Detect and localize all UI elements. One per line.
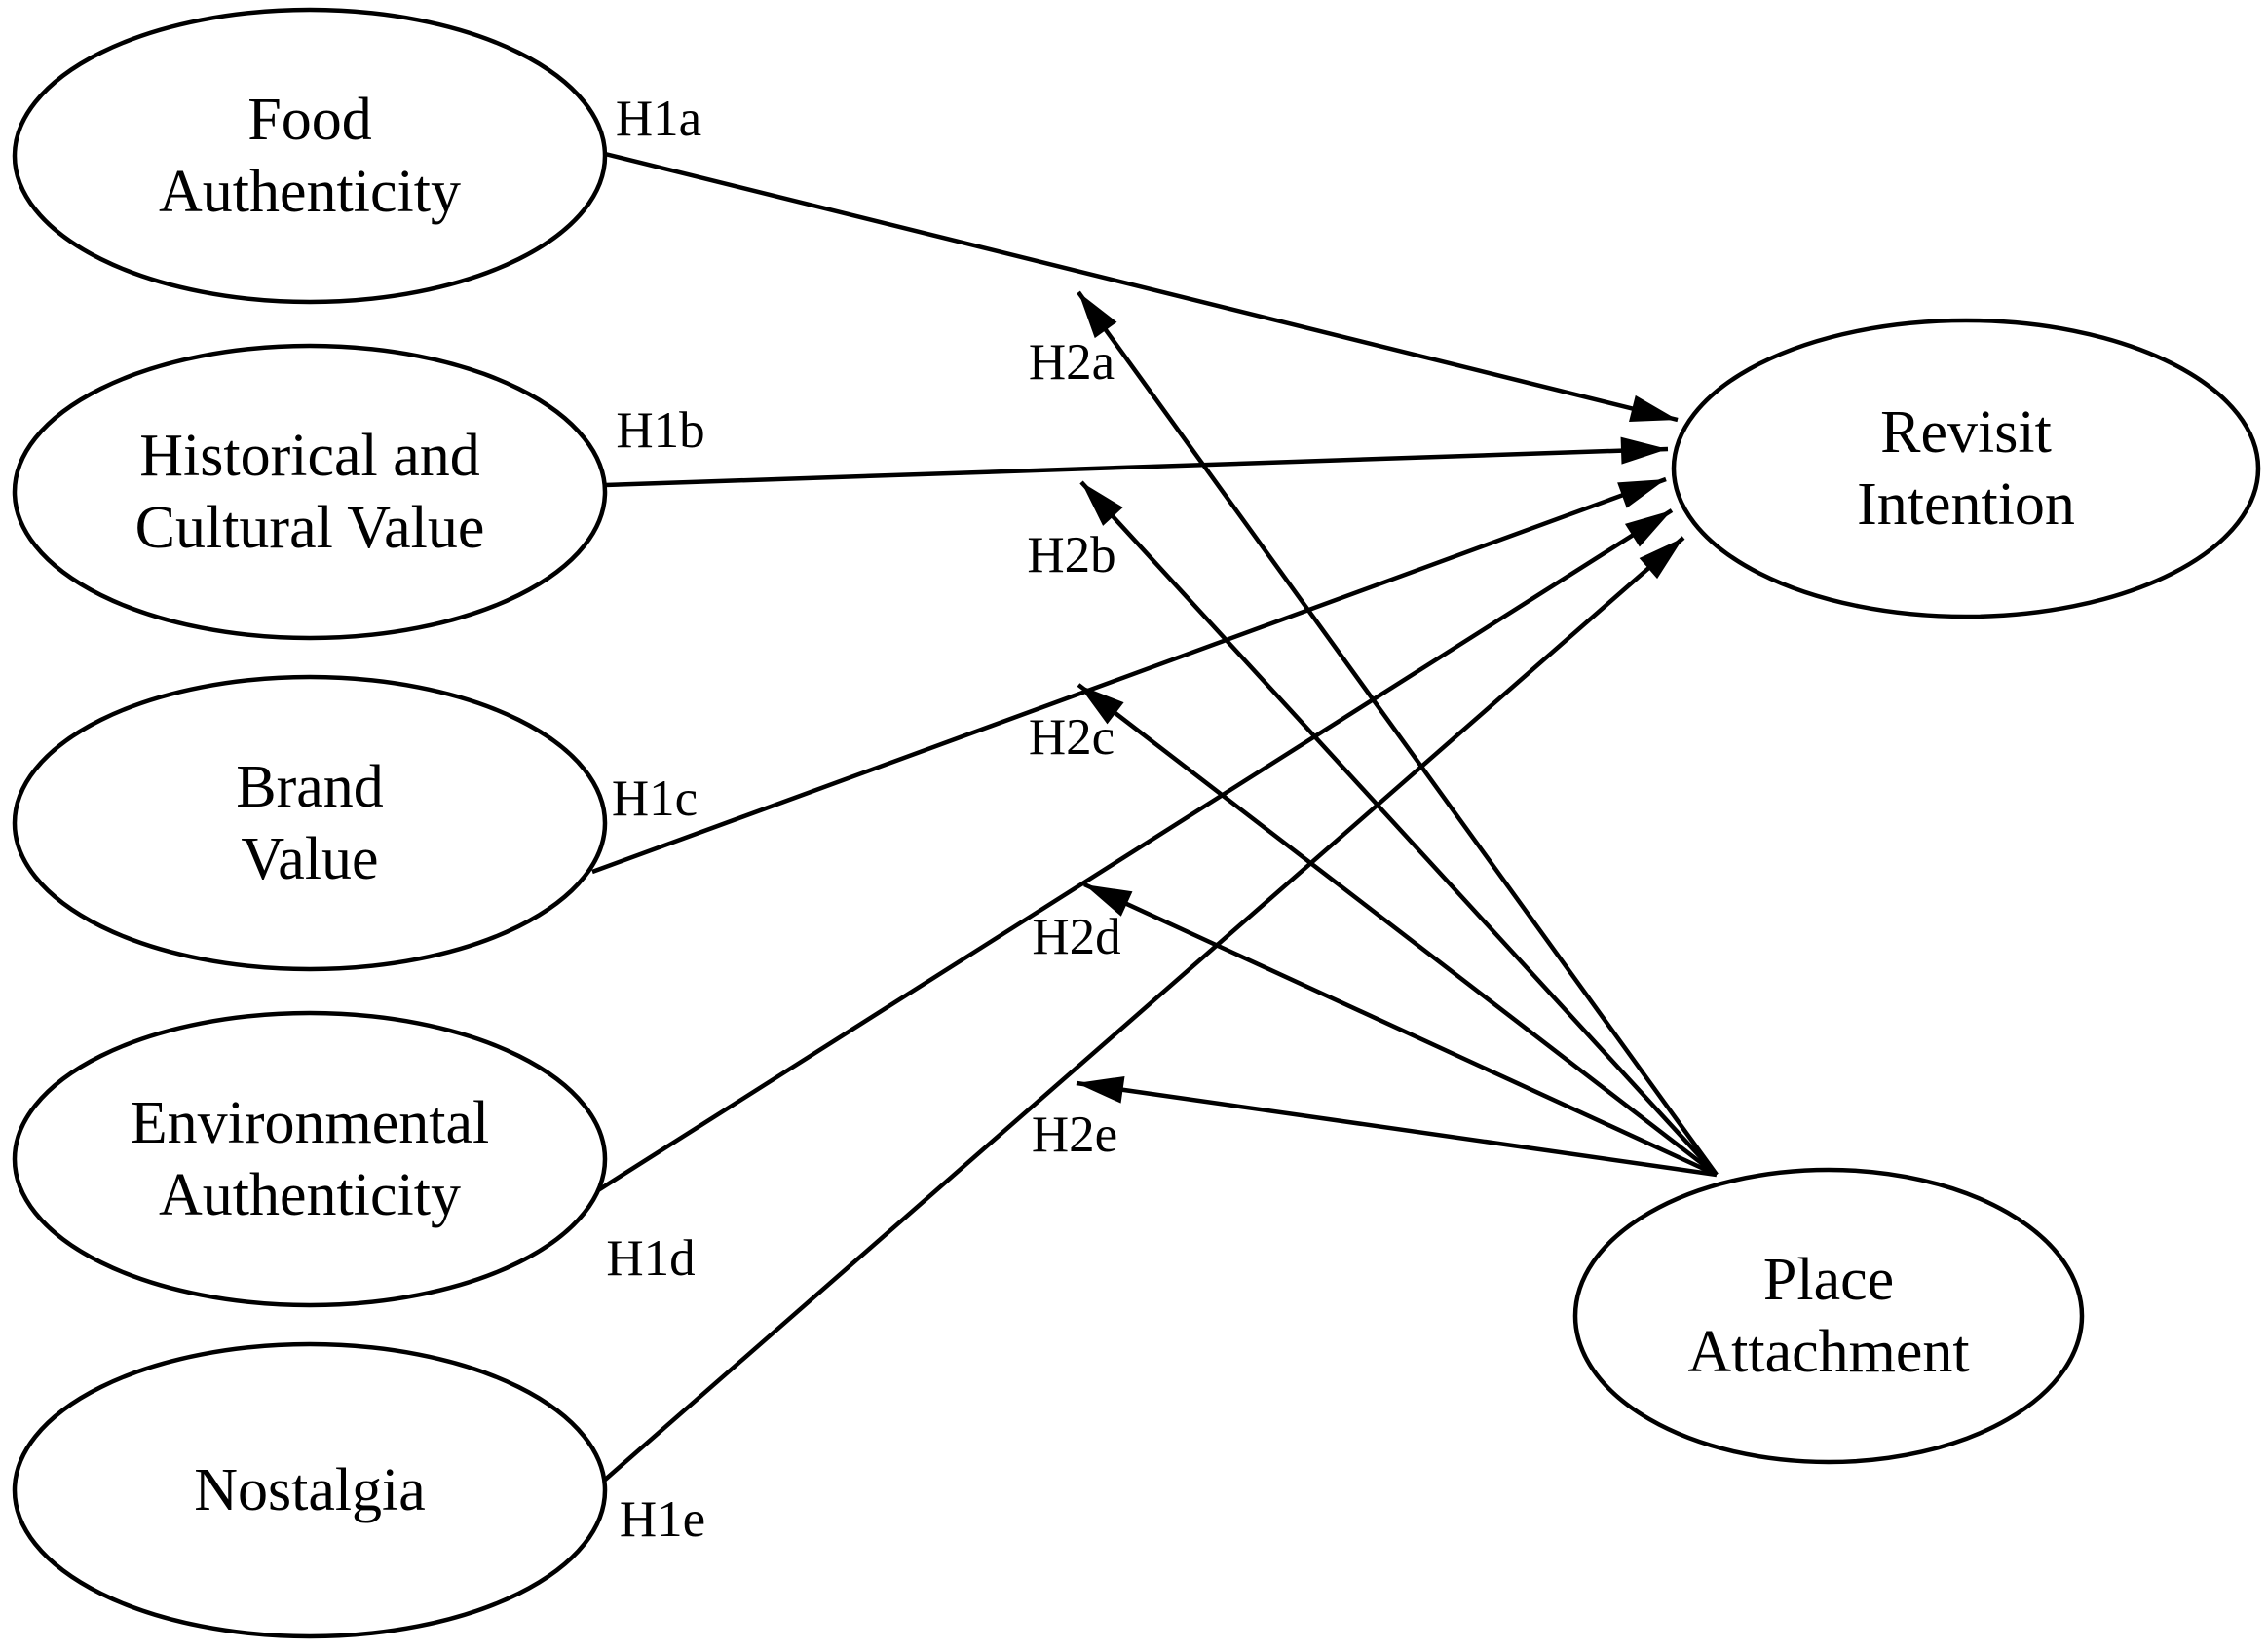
edge-h1d-label: H1d [606,1230,695,1287]
node-historical-cultural-value-ellipse [12,343,608,641]
node-brand-value-ellipse [12,674,608,972]
edge-h2e-label: H2e [1032,1107,1117,1163]
edge-h1c-label: H1c [612,770,698,827]
node-historical-cultural-value-label-line-2: Cultural Value [135,495,485,561]
node-place-attachment-ellipse [1572,1167,2085,1465]
edge-h1d-arrow [596,508,1674,1192]
edge-h1e-arrow [602,536,1685,1483]
edge-h2e-arrow [1076,1075,1718,1178]
edge-h1c-arrow [591,476,1667,875]
node-nostalgia-label: Nostalgia [194,1457,426,1523]
node-food-authenticity-label-line-1: Food [247,87,371,153]
node-food-authenticity-label-line-2: Authenticity [159,159,461,225]
edge-h2c-arrow [1077,683,1719,1177]
edge-h1b-arrow [604,436,1669,488]
edge-h2a-arrow [1077,290,1719,1177]
node-environmental-authenticity-label-line-1: Environmental [131,1090,489,1156]
edge-h2d-label: H2d [1032,909,1120,965]
edge-h2b-arrow [1079,480,1719,1177]
node-food-authenticity-ellipse [12,7,608,305]
node-revisit-intention-ellipse [1671,318,2261,620]
node-brand-value-label-line-2: Value [241,826,378,892]
edge-h2d-arrow [1083,882,1718,1178]
edge-h1b-label: H1b [616,402,704,459]
edge-h2c-label: H2c [1029,709,1115,766]
edge-h1e-label: H1e [620,1491,705,1548]
edge-h2b-label: H2b [1027,527,1115,583]
node-nostalgia-label-line-1: Nostalgia [194,1457,426,1523]
edge-h1a-arrow [604,151,1679,423]
edge-h1a-label: H1a [616,91,701,147]
node-nostalgia-ellipse [12,1341,608,1639]
node-revisit-intention-label-line-1: Revisit [1880,399,2052,466]
node-brand-value-label-line-1: Brand [236,754,384,820]
edges-layer [591,151,1719,1483]
node-revisit-intention-label-line-2: Intention [1857,471,2075,538]
node-historical-cultural-value-label-line-1: Historical and [139,423,480,489]
node-place-attachment-label-line-1: Place [1763,1247,1894,1313]
node-environmental-authenticity-label-line-2: Authenticity [159,1162,461,1228]
node-place-attachment-label-line-2: Attachment [1687,1319,1969,1385]
edge-h2a-label: H2a [1029,334,1115,391]
node-environmental-authenticity-ellipse [12,1010,608,1308]
